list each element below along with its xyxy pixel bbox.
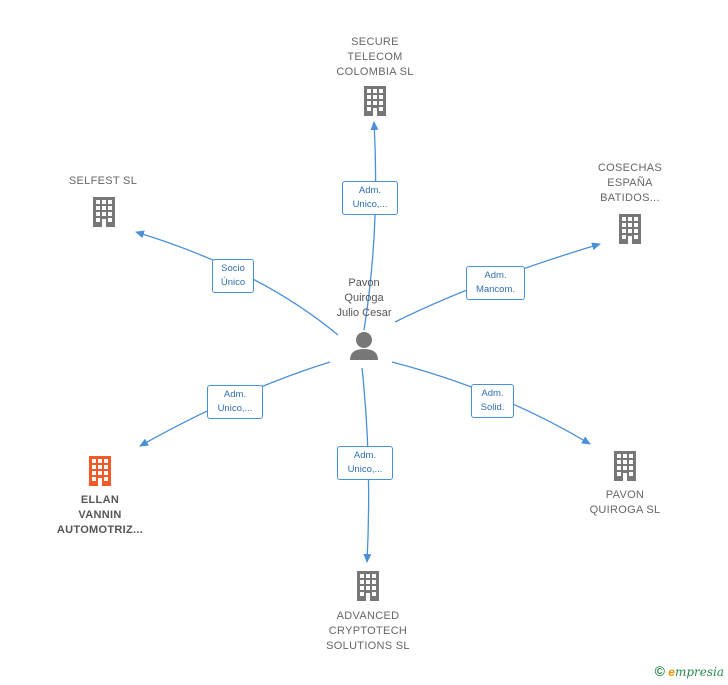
relation-label-ellan[interactable]: Adm. Unico,... bbox=[207, 385, 263, 419]
relation-label-cosechas[interactable]: Adm. Mancom. bbox=[466, 266, 525, 300]
company-label-advanced[interactable]: ADVANCED CRYPTOTECH SOLUTIONS SL bbox=[326, 610, 410, 652]
building-icon-advanced[interactable] bbox=[357, 571, 379, 601]
company-label-selfest[interactable]: SELFEST SL bbox=[68, 175, 138, 187]
person-icon[interactable] bbox=[350, 332, 378, 360]
building-icon-pavon[interactable] bbox=[614, 451, 636, 481]
edge-secure bbox=[363, 121, 379, 331]
company-label-cosechas[interactable]: COSECHAS ESPAÑA BATIDOS... bbox=[597, 162, 663, 204]
building-icon-cosechas[interactable] bbox=[619, 214, 641, 244]
building-icon-selfest[interactable] bbox=[93, 197, 115, 227]
relation-label-selfest[interactable]: Socio Único bbox=[212, 259, 254, 293]
brand-initial: e bbox=[668, 665, 675, 679]
building-icon-secure[interactable] bbox=[364, 86, 386, 116]
company-label-secure[interactable]: SECURE TELECOM COLOMBIA SL bbox=[336, 36, 414, 78]
relation-label-advanced[interactable]: Adm. Unico,... bbox=[337, 446, 393, 480]
relation-label-secure[interactable]: Adm. Unico,... bbox=[342, 181, 398, 215]
company-label-pavon[interactable]: PAVON QUIROGA SL bbox=[589, 489, 661, 516]
relation-label-pavon[interactable]: Adm. Solid. bbox=[471, 384, 514, 418]
footer-watermark: © empresia bbox=[655, 663, 724, 679]
person-label[interactable]: Pavon Quiroga Julio Cesar bbox=[336, 277, 392, 319]
brand-name: mpresia bbox=[674, 665, 724, 679]
building-icon-ellan[interactable] bbox=[89, 456, 111, 486]
company-label-ellan[interactable]: ELLAN VANNIN AUTOMOTRIZ... bbox=[56, 494, 144, 536]
copyright-icon: © bbox=[654, 663, 665, 679]
